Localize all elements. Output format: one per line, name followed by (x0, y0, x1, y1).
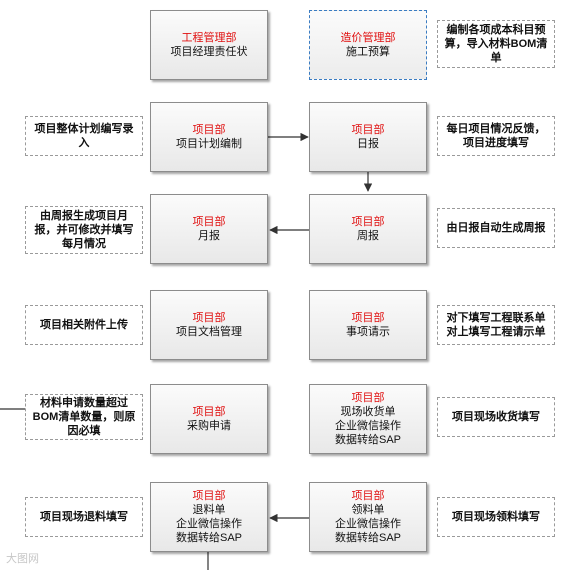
box-line: 数据转给SAP (334, 434, 401, 446)
box-line: 企业微信操作 (335, 420, 401, 432)
box-dept: 项目部 (351, 490, 385, 502)
note-attachments: 项目相关附件上传 (25, 305, 143, 345)
box-line: 企业微信操作 (176, 518, 242, 530)
box-line: 项目经理责任状 (170, 46, 248, 58)
box-document-management: 项目部 项目文档管理 (150, 290, 268, 360)
note-requisition: 项目现场领料填写 (437, 497, 555, 537)
box-line: 事项请示 (346, 326, 390, 338)
box-line: 数据转给SAP (175, 532, 242, 544)
box-line: 现场收货单 (340, 406, 396, 418)
box-dept: 项目部 (351, 312, 385, 324)
note-daily: 每日项目情况反馈，项目进度填写 (437, 116, 555, 156)
note-purchase: 材料申请数量超过BOM清单数量，则原因必填 (25, 394, 143, 440)
box-line: 数据转给SAP (334, 532, 401, 544)
note-plan: 项目整体计划编写录入 (25, 116, 143, 156)
box-dept: 项目部 (192, 124, 226, 136)
box-dept: 造价管理部 (340, 32, 396, 44)
box-dept: 项目部 (192, 216, 226, 228)
box-dept: 工程管理部 (181, 32, 237, 44)
note-weekly: 由日报自动生成周报 (437, 208, 555, 248)
box-line: 项目文档管理 (176, 326, 242, 338)
box-line: 日报 (357, 138, 379, 150)
box-dept: 项目部 (351, 392, 385, 404)
box-project-plan: 项目部 项目计划编制 (150, 102, 268, 172)
box-project-responsibility: 工程管理部 项目经理责任状 (150, 10, 268, 80)
box-dept: 项目部 (351, 216, 385, 228)
note-monthly: 由周报生成项目月报，并可修改并填写每月情况 (25, 206, 143, 254)
box-line: 领料单 (351, 504, 385, 516)
box-line: 采购申请 (187, 420, 231, 432)
watermark: 大图网 (6, 553, 39, 565)
box-site-receipt: 项目部 现场收货单 企业微信操作 数据转给SAP (309, 384, 427, 454)
box-line: 退料单 (192, 504, 226, 516)
box-dept: 项目部 (192, 490, 226, 502)
box-monthly-report: 项目部 月报 (150, 194, 268, 264)
box-purchase-request: 项目部 采购申请 (150, 384, 268, 454)
box-construction-budget: 造价管理部 施工预算 (309, 10, 427, 80)
note-budget: 编制各项成本科目预算，导入材料BOM清单 (437, 20, 555, 68)
box-line: 项目计划编制 (176, 138, 242, 150)
box-line: 周报 (357, 230, 379, 242)
note-receipt: 项目现场收货填写 (437, 397, 555, 437)
box-line: 企业微信操作 (335, 518, 401, 530)
box-material-return: 项目部 退料单 企业微信操作 数据转给SAP (150, 482, 268, 552)
box-line: 施工预算 (346, 46, 390, 58)
box-line: 月报 (198, 230, 220, 242)
box-dept: 项目部 (351, 124, 385, 136)
box-material-requisition: 项目部 领料单 企业微信操作 数据转给SAP (309, 482, 427, 552)
note-return: 项目现场退料填写 (25, 497, 143, 537)
box-weekly-report: 项目部 周报 (309, 194, 427, 264)
box-dept: 项目部 (192, 406, 226, 418)
box-dept: 项目部 (192, 312, 226, 324)
note-request: 对下填写工程联系单 对上填写工程请示单 (437, 305, 555, 345)
box-daily-report: 项目部 日报 (309, 102, 427, 172)
box-matter-request: 项目部 事项请示 (309, 290, 427, 360)
